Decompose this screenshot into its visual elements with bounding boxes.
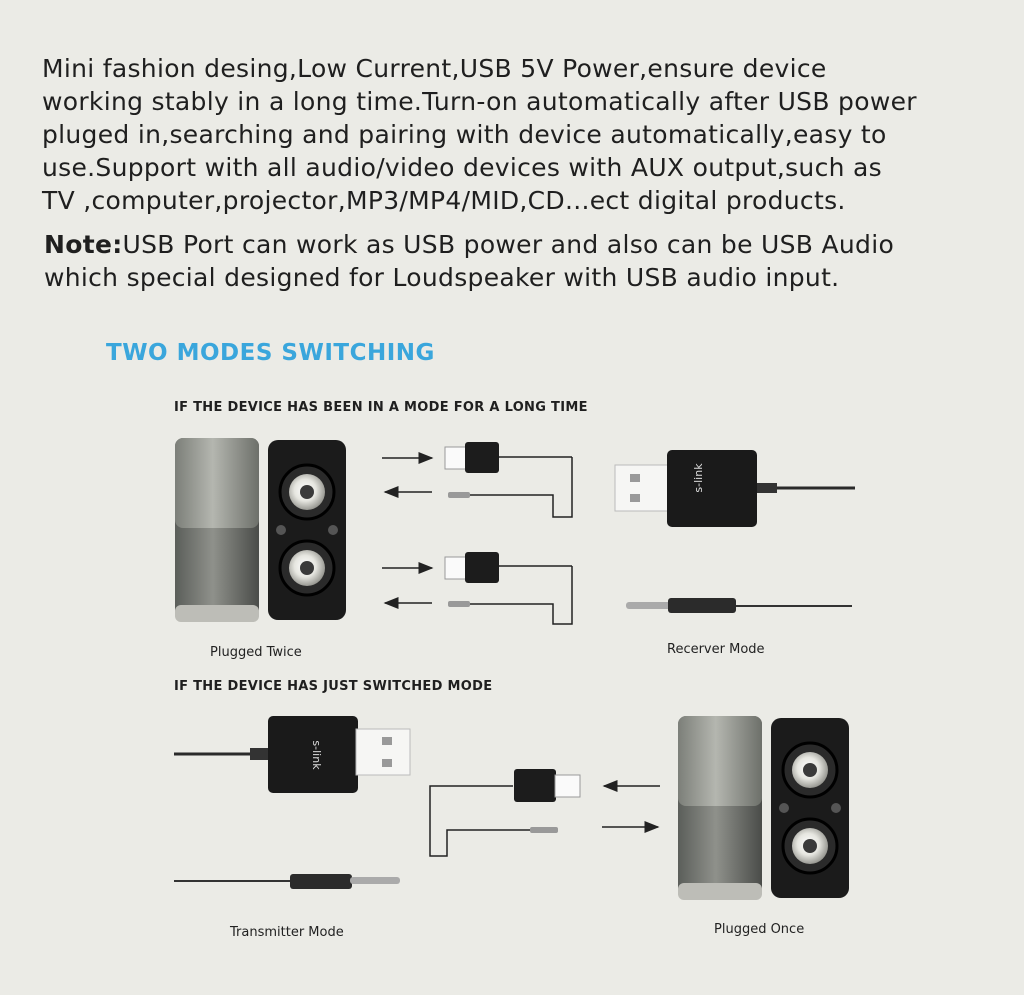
intro-line-4: use.Support with all audio/video devices…: [42, 153, 882, 182]
intro-line-3: pluged in,searching and pairing with dev…: [42, 120, 887, 149]
mini-adapter-2: [444, 552, 573, 625]
transmitter-aux-cable: [174, 874, 400, 889]
mini-adapter-1: [444, 442, 573, 518]
note-text-1: USB Port can work as USB power and also …: [122, 230, 895, 259]
speaker-cylinder-bottom: [678, 716, 762, 900]
receiver-aux-cable: [626, 598, 852, 613]
note-line-1: Note:USB Port can work as USB power and …: [44, 228, 1004, 261]
receiver-brand-label: s-link: [692, 463, 705, 493]
receiver-usb-adapter: s-link: [614, 450, 855, 527]
transmitter-brand-label: s-link: [310, 740, 323, 770]
caption-plugged-once: Plugged Once: [714, 922, 805, 937]
intro-line-2: working stably in a long time.Turn-on au…: [42, 87, 917, 116]
intro-line-5: TV ,computer,projector,MP3/MP4/MID,CD...…: [42, 186, 846, 215]
speaker-cylinder-top: [175, 438, 259, 622]
note-label: Note:: [44, 230, 123, 259]
speaker-box-top: [268, 440, 346, 620]
section-title: TWO MODES SWITCHING: [106, 340, 435, 366]
note-line-2: which special designed for Loudspeaker w…: [44, 263, 840, 292]
caption-transmitter-mode: Transmitter Mode: [230, 925, 344, 940]
mini-adapter-3: [429, 769, 581, 857]
subheading-long-time: IF THE DEVICE HAS BEEN IN A MODE FOR A L…: [174, 400, 588, 415]
caption-receiver-mode: Recerver Mode: [667, 642, 765, 657]
intro-line-1: Mini fashion desing,Low Current,USB 5V P…: [42, 54, 827, 83]
transmitter-usb-adapter: s-link: [174, 716, 411, 793]
intro-paragraph: Mini fashion desing,Low Current,USB 5V P…: [42, 52, 1002, 217]
note-paragraph: Note:USB Port can work as USB power and …: [44, 228, 1004, 294]
speaker-box-bottom: [771, 718, 849, 898]
subheading-just-switched: IF THE DEVICE HAS JUST SWITCHED MODE: [174, 679, 493, 694]
caption-plugged-twice: Plugged Twice: [210, 645, 302, 660]
